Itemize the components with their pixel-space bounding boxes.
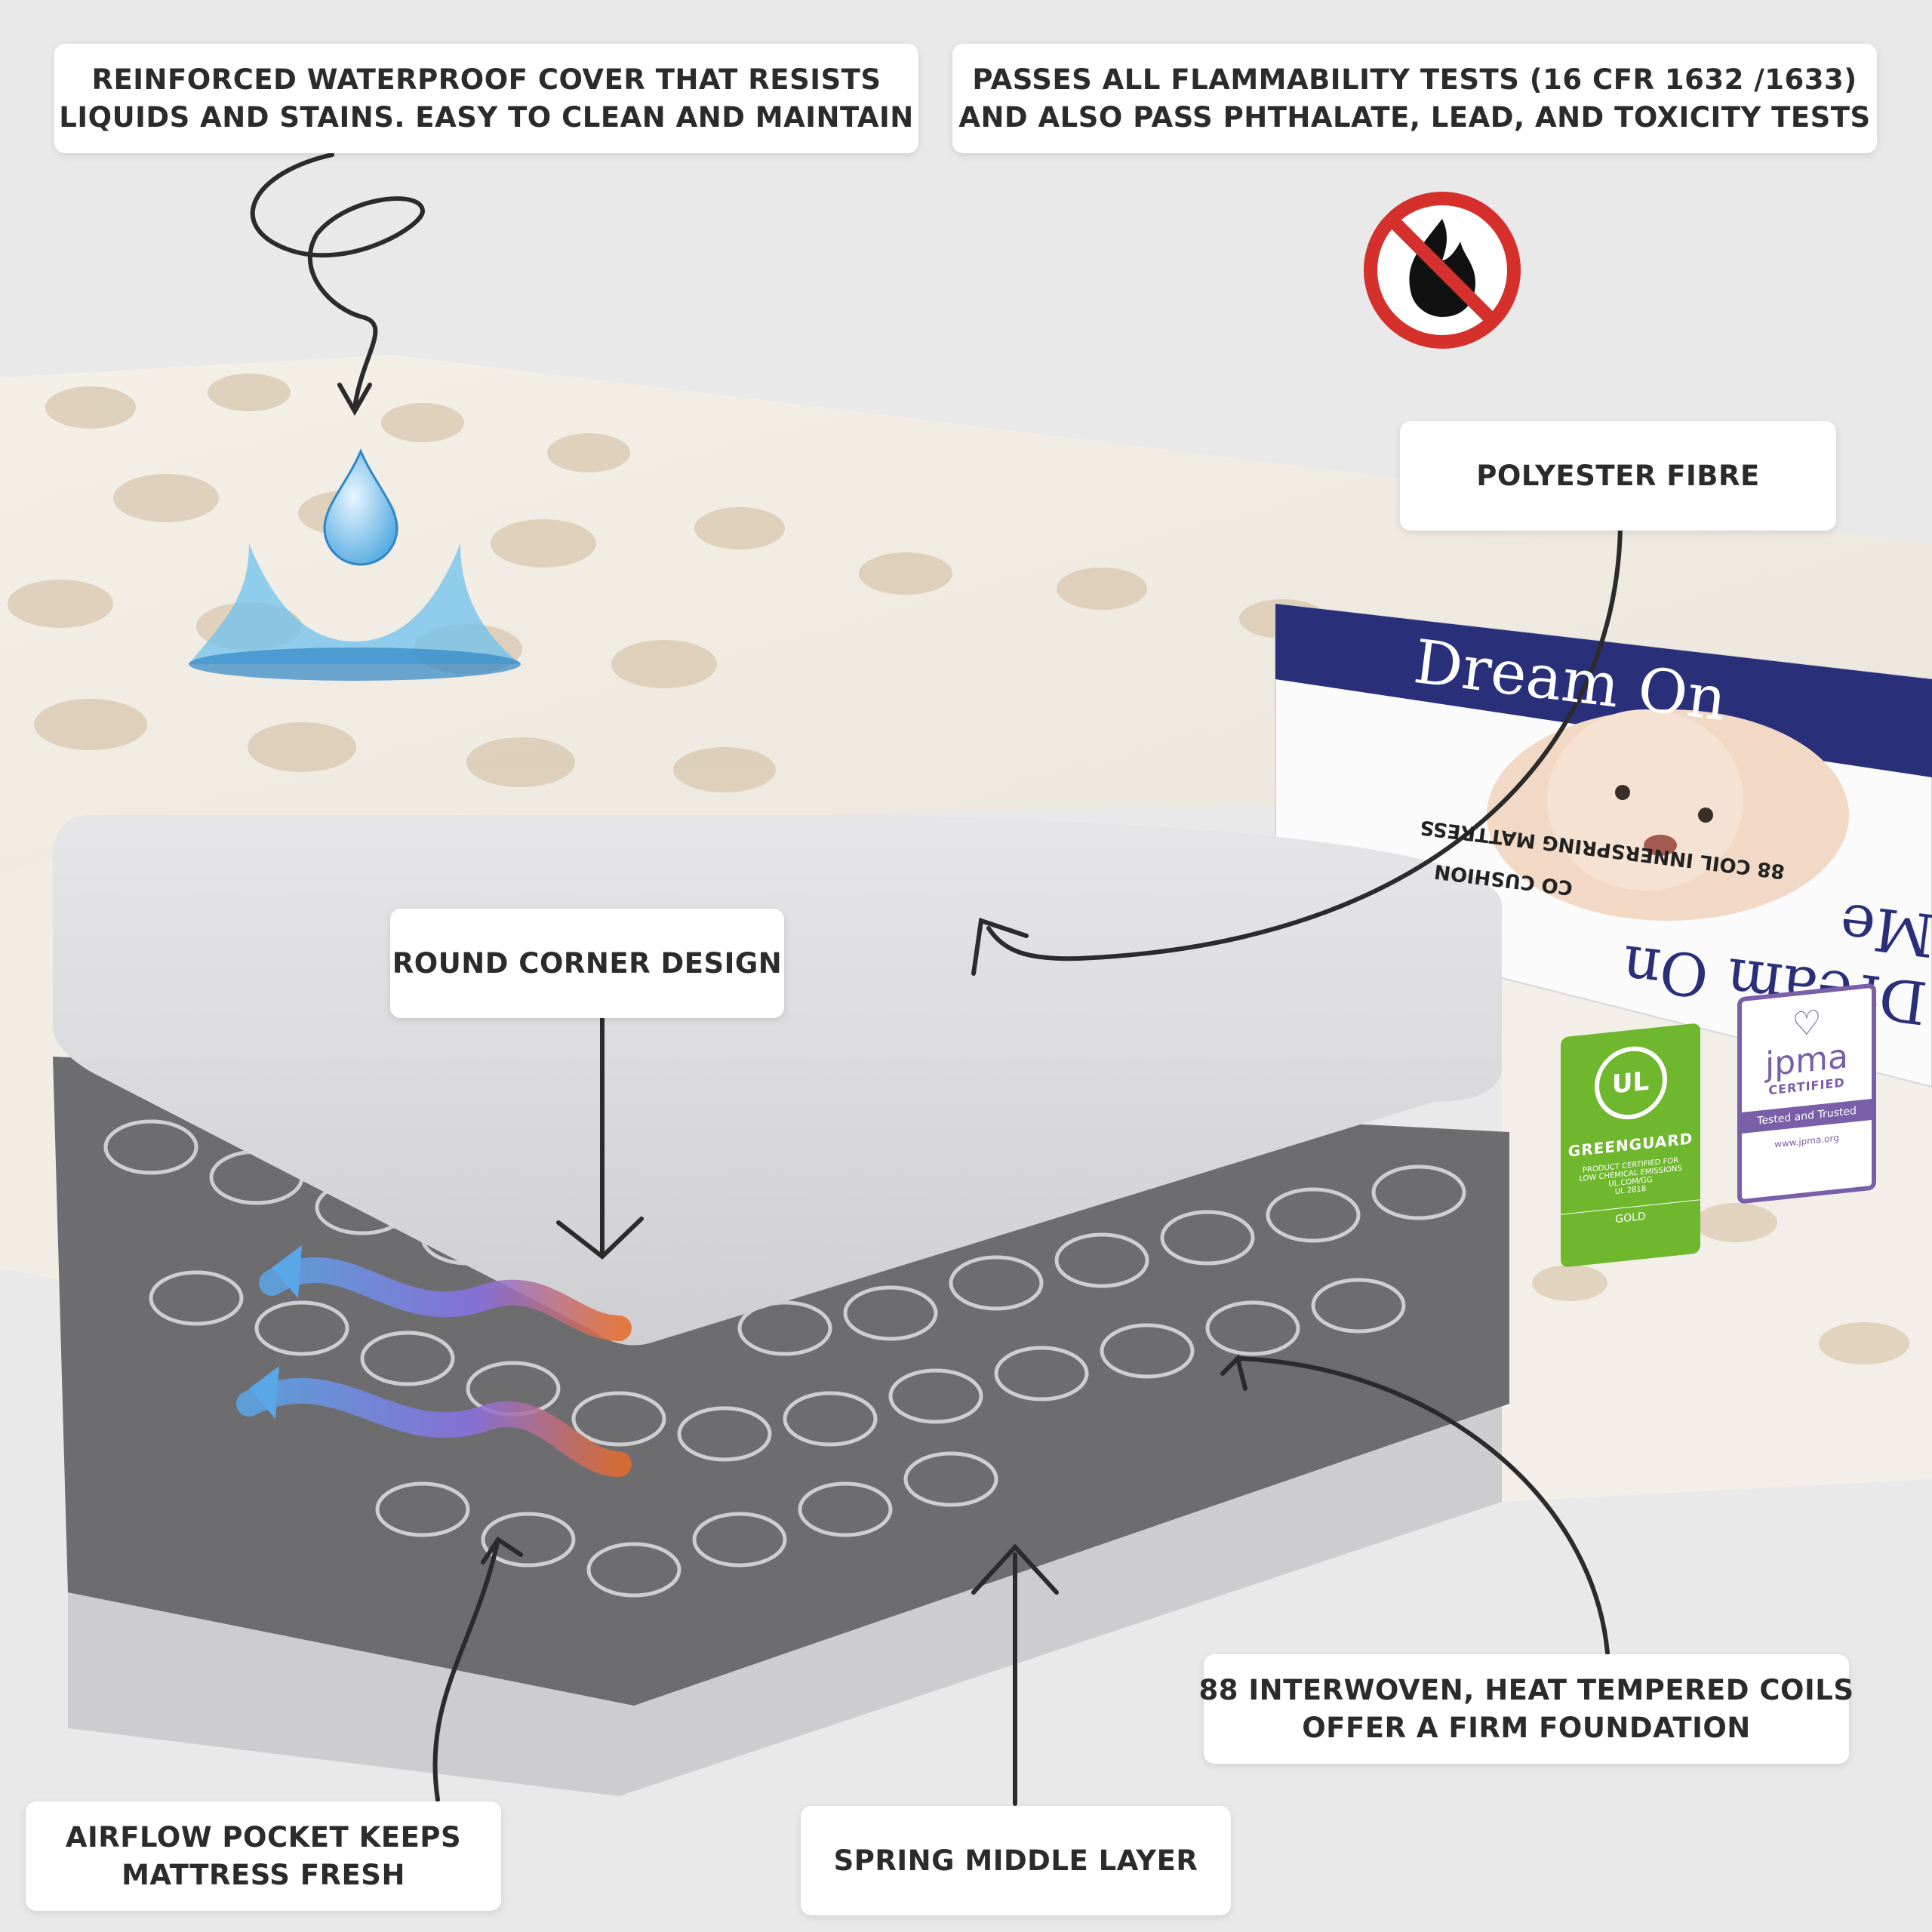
water-drop-icon: [189, 448, 521, 681]
product-label: [1275, 602, 1932, 1088]
round-corner-callout-text: ROUND CORNER DESIGN: [392, 946, 783, 980]
greenguard-tier: GOLD: [1561, 1199, 1700, 1232]
airflow-callout-line2: MATTRESS FRESH: [122, 1858, 405, 1891]
spring-callout-text: SPRING MIDDLE LAYER: [833, 1844, 1198, 1877]
airflow-callout-line1: AIRFLOW POCKET KEEPS: [65, 1820, 462, 1854]
waterproof-cover-callout: REINFORCED WATERPROOF COVER THAT RESISTS…: [54, 44, 918, 153]
polyester-fibre-callout: POLYESTER FIBRE: [1400, 421, 1836, 531]
no-fire-icon: [1364, 192, 1521, 349]
greenguard-mark: UL: [1594, 1042, 1667, 1124]
airflow-callout: AIRFLOW POCKET KEEPS MATTRESS FRESH: [26, 1801, 501, 1911]
greenguard-badge: UL GREENGUARD PRODUCT CERTIFIED FOR LOW …: [1561, 1023, 1700, 1268]
flammability-callout: PASSES ALL FLAMMABILITY TESTS (16 CFR 16…: [952, 44, 1877, 153]
coils-callout-line2: OFFER A FIRM FOUNDATION: [1302, 1711, 1751, 1744]
jpma-badge: ♡ jpma CERTIFIED Tested and Trusted www.…: [1737, 983, 1876, 1204]
jpma-url: www.jpma.org: [1774, 1132, 1839, 1150]
polyester-callout-text: POLYESTER FIBRE: [1476, 459, 1760, 492]
coils-callout: 88 INTERWOVEN, HEAT TEMPERED COILS OFFER…: [1199, 1654, 1854, 1764]
callout-connectors: [251, 152, 1623, 1806]
airflow-arrows: [236, 1245, 632, 1477]
coils-callout-line1: 88 INTERWOVEN, HEAT TEMPERED COILS: [1198, 1673, 1854, 1706]
waterproof-callout-line1: REINFORCED WATERPROOF COVER THAT RESISTS: [91, 63, 881, 96]
waterproof-callout-line2: LIQUIDS AND STAINS. EASY TO CLEAN AND MA…: [59, 100, 914, 134]
jpma-tagline: Tested and Trusted: [1742, 1098, 1872, 1134]
round-corner-callout: ROUND CORNER DESIGN: [390, 909, 784, 1018]
flammability-callout-line1: PASSES ALL FLAMMABILITY TESTS (16 CFR 16…: [972, 63, 1857, 96]
flammability-callout-line2: AND ALSO PASS PHTHALATE, LEAD, AND TOXIC…: [958, 100, 1871, 134]
spring-layer-callout: SPRING MIDDLE LAYER: [801, 1806, 1231, 1915]
